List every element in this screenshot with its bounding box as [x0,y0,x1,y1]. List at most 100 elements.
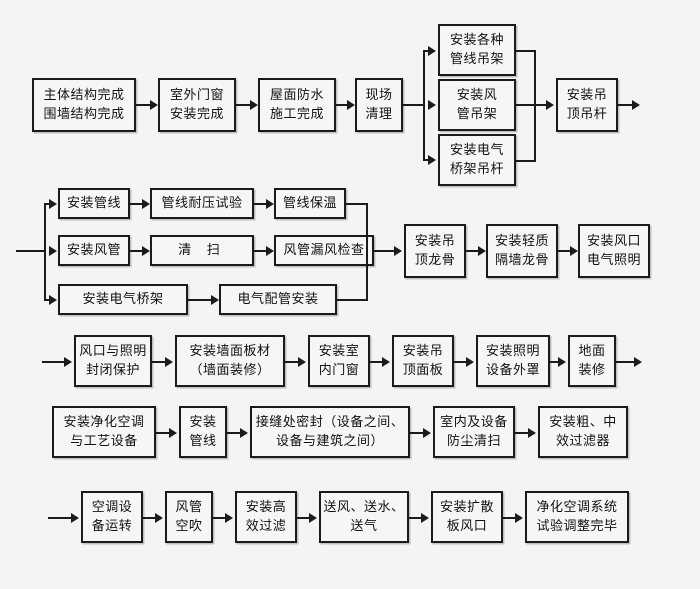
node-install-air-duct[interactable]: 安装风管 [58,235,130,266]
node-line: 安装各种 [449,32,504,48]
node-install-diffuser-outlet[interactable]: 安装扩散 板风口 [431,491,503,543]
node-install-lighting-equipment-cover[interactable]: 安装照明 设备外罩 [476,335,550,387]
node-line: 安装吊 [414,233,456,249]
node-install-pipelines-stage2[interactable]: 安装 管线 [179,406,227,458]
node-pipeline-pressure-test[interactable]: 管线耐压试验 [150,188,254,219]
branch-bus-left-row1 [423,50,425,159]
node-floor-finishing[interactable]: 地面 装修 [568,335,616,387]
node-site-cleanup[interactable]: 现场 清理 [355,78,403,132]
connector-n27-n28 [227,432,244,434]
node-line: 安装照明 [485,343,540,359]
connector-n28-n29 [410,432,427,434]
node-install-air-outlet-lighting[interactable]: 安装风口 电气照明 [578,224,650,278]
connector-row3-entry [42,361,68,363]
node-install-ceiling-panels[interactable]: 安装吊 顶面板 [392,335,454,387]
node-line: 内门窗 [318,362,360,377]
node-line: 设备与建筑之间） [275,433,384,448]
merge-stub-row2-top [346,203,368,205]
node-cleaning[interactable]: 清 扫 [150,235,254,266]
connector-row2-entry [16,250,46,252]
node-install-ceiling-keel[interactable]: 安装吊 顶龙骨 [404,224,466,278]
connector-n9-n10 [130,203,146,205]
node-line: 管吊架 [456,106,498,121]
node-pipeline-insulation[interactable]: 管线保温 [274,188,346,219]
node-install-wall-panels[interactable]: 安装墙面板材 （墙面装修） [175,335,285,387]
node-outlet-lighting-protection[interactable]: 风口与照明 封闭保护 [74,335,152,387]
node-install-cleanroom-hvac-process-equipment[interactable]: 安装净化空调 与工艺设备 [52,406,156,458]
node-line: 室内及设备 [440,414,508,430]
arrow-head [394,246,402,256]
arrow-head [382,357,390,367]
node-supply-air-water-gas[interactable]: 送风、送水、 送气 [319,491,409,543]
connector-n20-n21 [152,361,169,363]
node-line: 清 扫 [178,242,226,258]
arrow-head [250,100,258,110]
node-line: 与工艺设备 [70,433,138,448]
node-install-electrical-tray[interactable]: 安装电气桥架 [58,284,188,315]
node-line: 净化空调系统 [536,499,618,515]
node-install-hepa-filters[interactable]: 安装高 效过滤 [235,491,297,543]
connector-n13-n14 [254,250,270,252]
node-line: 安装风管 [66,242,121,258]
node-line: 顶龙骨 [414,252,456,267]
node-line: 管线耐压试验 [161,195,243,211]
node-line: 主体结构完成 [43,87,125,103]
arrow-head [240,428,248,438]
node-install-interior-doors-windows[interactable]: 安装室 内门窗 [308,335,370,387]
node-cleanroom-hvac-commissioning-complete[interactable]: 净化空调系统 试验调整完毕 [525,491,629,543]
node-roof-waterproofing[interactable]: 屋面防水 施工完成 [258,78,336,132]
connector-merge-row2-n17 [374,250,398,252]
arrow-head [165,357,173,367]
node-install-primary-medium-filters[interactable]: 安装粗、中 效过滤器 [538,406,628,458]
node-indoor-equipment-dust-cleaning[interactable]: 室内及设备 防尘清扫 [433,406,515,458]
node-install-lightweight-partition-keel[interactable]: 安装轻质 隔墙龙骨 [486,224,558,278]
arrow-head [169,428,177,438]
arrow-head [570,246,578,256]
connector-n26-n27 [156,432,173,434]
arrow-head [347,100,355,110]
merge-bus-row1 [534,50,536,162]
node-line: 管线保温 [282,195,337,211]
node-duct-leakage-test[interactable]: 风管漏风检查 [274,235,374,266]
node-install-ceiling-rods[interactable]: 安装吊 顶吊杆 [556,78,618,132]
connector-merge-n8 [516,104,551,106]
node-line: 地面 [578,343,606,359]
node-install-pipeline-hangers[interactable]: 安装各种 管线吊架 [438,24,516,76]
node-joint-sealing[interactable]: 接缝处密封（设备之间、 设备与建筑之间） [250,406,410,458]
connector-n15-n16 [188,299,215,301]
node-install-electrical-tray-hangers[interactable]: 安装电气 桥架吊杆 [438,134,516,186]
arrow-head [225,513,233,523]
node-exterior-doors-windows[interactable]: 室外门窗 安装完成 [158,78,236,132]
node-line: 安装轻质 [494,233,549,249]
connector-n10-n11 [254,203,270,205]
node-line: 安装风 [456,87,498,103]
node-install-pipeline[interactable]: 安装管线 [58,188,130,219]
connector-n34-n35 [409,517,425,519]
node-line: 设备外罩 [485,362,540,377]
arrow-head-row3-exit [634,357,642,367]
node-duct-air-blow[interactable]: 风管 空吹 [165,491,213,543]
node-line: 安装高 [245,499,287,515]
node-main-structure-complete[interactable]: 主体结构完成 围墙结构完成 [32,78,136,132]
node-install-duct-hangers[interactable]: 安装风 管吊架 [438,79,516,131]
arrow-head-row5-entry [71,513,79,523]
node-line: 室外门窗 [169,87,224,103]
connector-n22-n23 [370,361,386,363]
merge-bus-row2 [366,203,368,301]
node-line: 风口与照明 [79,343,147,359]
node-line: 管线吊架 [449,51,504,66]
node-electrical-conduit-install[interactable]: 电气配管安装 [219,284,337,315]
node-line: 送气 [350,518,378,533]
connector-row1-exit [618,104,636,106]
node-line: 桥架吊杆 [449,161,504,176]
node-line: 安装吊 [402,343,444,359]
connector-n31-n32 [143,517,159,519]
node-hvac-equipment-operation[interactable]: 空调设 备运转 [81,491,143,543]
merge-stub-row2-bottom [337,299,368,301]
arrow-head [298,357,306,367]
node-line: 板风口 [446,518,488,533]
node-line: 管线 [189,433,217,448]
node-line: 风管漏风检查 [283,242,365,258]
merge-stub-bottom-row1 [516,160,536,162]
